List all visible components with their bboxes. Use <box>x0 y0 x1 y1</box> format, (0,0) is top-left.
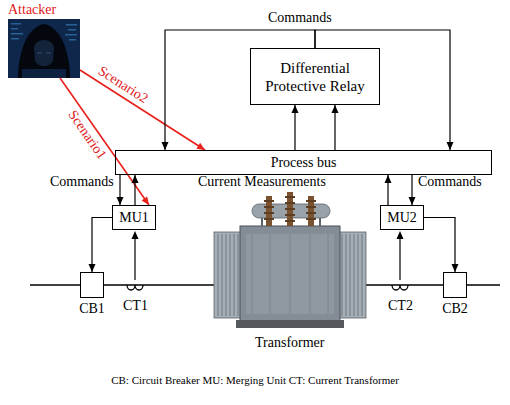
arrow-head <box>196 143 205 150</box>
box-text: Process bus <box>271 154 337 171</box>
part-label: CT1 <box>123 297 148 314</box>
box-text: MU2 <box>387 209 417 226</box>
arrow-head <box>447 142 454 150</box>
arrow-head <box>292 105 299 113</box>
scenario-label: Scenario2 <box>94 63 151 108</box>
arrow-head <box>89 264 96 272</box>
arrow-head <box>162 142 169 150</box>
command-label: Commands <box>50 173 114 190</box>
transformer-picture <box>214 192 366 328</box>
circuit-breaker: CB2 <box>435 272 475 317</box>
arrow-head <box>132 175 139 183</box>
attacker-label: Attacker <box>8 2 80 18</box>
ct-symbol <box>392 285 408 290</box>
part-label: CT2 <box>388 297 413 314</box>
circuit-breaker: CB1 <box>72 272 112 317</box>
arrow-head <box>452 264 459 272</box>
bus-bar: Process bus <box>115 150 492 175</box>
merging-unit: MU2 <box>380 205 424 230</box>
measurement-line <box>134 238 135 280</box>
arrow-head <box>332 105 339 113</box>
breaker-label: CB2 <box>435 300 475 317</box>
arrow-head <box>132 231 139 239</box>
relay-box: Differential Protective Relay <box>250 48 380 105</box>
attacker-figure: Attacker <box>8 2 80 78</box>
command-label: Commands <box>418 173 482 190</box>
box-text: MU1 <box>119 209 149 226</box>
arrow-head <box>385 175 392 183</box>
arrow-head <box>409 197 416 205</box>
measurement-line <box>399 238 400 280</box>
signal-label: Current Measurements <box>198 173 326 190</box>
caption: CB: Circuit Breaker MU: Merging Unit CT:… <box>0 374 510 387</box>
part-label: Transformer <box>255 334 324 351</box>
hacker-picture <box>8 19 80 78</box>
breaker-symbol <box>80 272 104 298</box>
arrow-head <box>142 196 149 205</box>
arrow-head <box>117 197 124 205</box>
breaker-label: CB1 <box>72 300 112 317</box>
ct-symbol <box>127 285 143 290</box>
scenario-label: Scenario1 <box>64 107 110 164</box>
signal-arrow <box>424 218 455 273</box>
merging-unit: MU1 <box>112 205 156 230</box>
breaker-symbol <box>443 272 467 298</box>
arrow-head <box>397 231 404 239</box>
signal-arrow <box>92 218 112 273</box>
command-label: Commands <box>268 9 332 26</box>
box-text: Differential Protective Relay <box>257 59 373 95</box>
